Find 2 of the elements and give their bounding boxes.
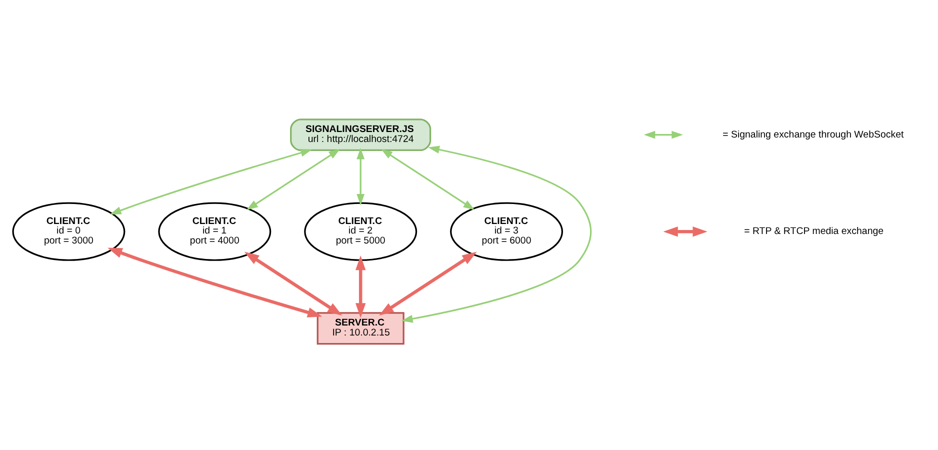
legend-label: = RTP & RTCP media exchange [744,226,884,237]
legend-label: = Signaling exchange through WebSocket [722,128,904,140]
